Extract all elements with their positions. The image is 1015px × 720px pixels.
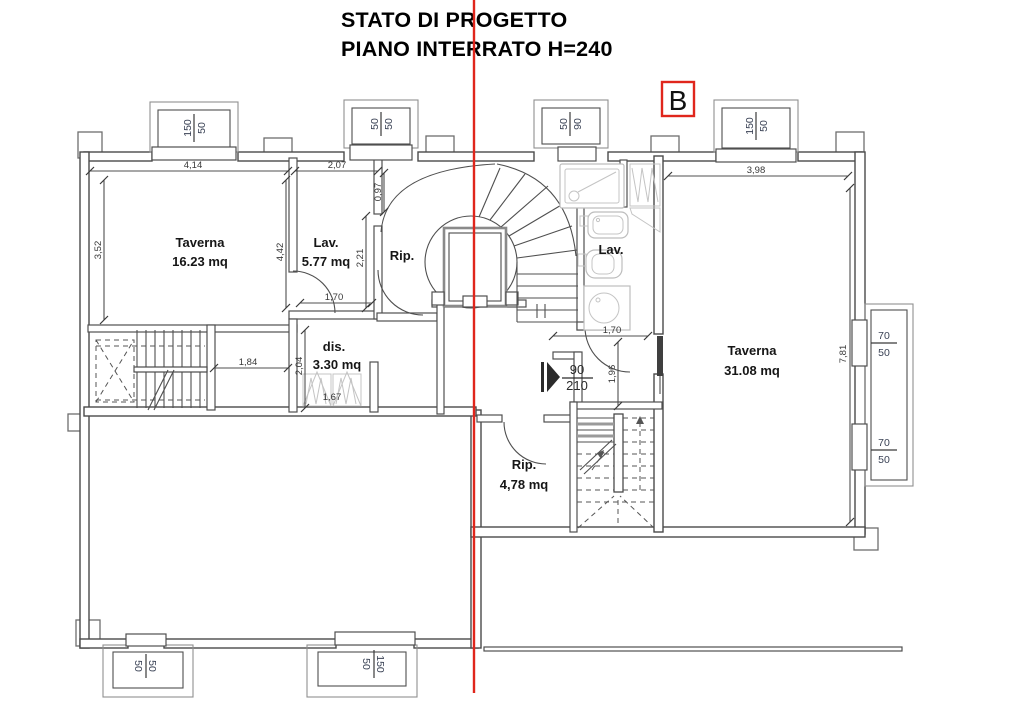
window-label-den: 50 (383, 118, 395, 130)
washing-machine (583, 285, 631, 331)
door-height: 210 (566, 378, 588, 393)
window-label-num: 50 (369, 118, 381, 130)
window-top-3: 50 90 (533, 99, 609, 162)
dim-170a: 1,70 (325, 292, 344, 303)
bottom-right-stair (577, 413, 655, 529)
room-taverna-dx-area: 31.08 mq (724, 363, 780, 378)
window-label-den: 50 (758, 120, 770, 132)
room-labels: Taverna 16.23 mq Lav. 5.77 mq Rip. dis. … (172, 235, 780, 492)
interior-walls (87, 157, 663, 533)
title-line-2: PIANO INTERRATO H=240 (341, 37, 613, 61)
window-label-num: 70 (878, 330, 890, 342)
dim-781: 7,81 (838, 345, 849, 364)
window-right-1: 70 50 (851, 319, 897, 367)
title-line-1: STATO DI PROGETTO (341, 8, 567, 32)
door-width: 90 (570, 362, 584, 377)
window-right-2: 70 50 (851, 423, 897, 471)
drawing-title: STATO DI PROGETTO PIANO INTERRATO H=240 (341, 8, 613, 61)
section-marker-label: B (669, 85, 688, 116)
window-top-1: 150 50 (149, 101, 239, 161)
exterior-walls (67, 131, 903, 652)
window-label-den: 50 (196, 122, 208, 134)
room-rip-top-name: Rip. (390, 248, 415, 263)
bathroom-fixtures: 1,67 (302, 163, 661, 407)
dim-170b: 1,70 (603, 325, 622, 336)
window-bottom-1: 50 50 (102, 633, 194, 698)
room-taverna-sx-area: 16.23 mq (172, 254, 228, 269)
dim-204: 2,04 (294, 357, 305, 376)
doors (292, 269, 663, 465)
dim-398: 3,98 (747, 165, 766, 176)
toilet (577, 249, 623, 279)
dim-184: 1,84 (239, 357, 258, 368)
section-annotation: B (472, 0, 696, 693)
cabinet-hatched (629, 163, 661, 233)
spiral-stair (380, 163, 578, 323)
window-label-num: 150 (182, 119, 194, 137)
french-door-dis: 1,67 (302, 370, 362, 407)
room-dis-area: 3.30 mq (313, 357, 361, 372)
window-label-num: 150 (744, 117, 756, 135)
window-label-num: 50 (558, 118, 570, 130)
dim-167: 1,67 (323, 392, 342, 403)
window-bottom-2: 150 50 (306, 631, 418, 698)
window-label-den: 90 (572, 118, 584, 130)
window-label-den: 50 (132, 660, 144, 672)
room-taverna-sx-name: Taverna (176, 235, 226, 250)
window-top-2: 50 50 (343, 99, 419, 161)
dim-221: 2,21 (355, 249, 366, 268)
window-label-num: 150 (374, 655, 386, 673)
room-rip-bottom-name: Rip. (512, 457, 537, 472)
room-rip-bottom-area: 4,78 mq (500, 477, 548, 492)
dim-352: 3,52 (93, 241, 104, 260)
window-label-den: 50 (878, 347, 890, 359)
left-stair (95, 330, 208, 411)
room-dis-name: dis. (323, 339, 345, 354)
door-leaf-taverna-dx (657, 336, 663, 376)
dim-414: 4,14 (184, 160, 203, 171)
room-lav-dx-name: Lav. (598, 242, 623, 257)
section-marker-box (660, 80, 696, 118)
window-label-num: 70 (878, 437, 890, 449)
window-label-den: 50 (360, 658, 372, 670)
room-taverna-dx-name: Taverna (728, 343, 778, 358)
window-top-4: 150 50 (713, 99, 799, 163)
washbasin (579, 211, 629, 239)
window-label-den: 50 (878, 454, 890, 466)
dim-207: 2,07 (328, 160, 347, 171)
room-lav-sx-area: 5.77 mq (302, 254, 350, 269)
door-size-marker: 90 210 (541, 362, 593, 393)
window-label-num: 50 (146, 660, 158, 672)
room-lav-sx-name: Lav. (313, 235, 338, 250)
window-right-well (864, 303, 914, 487)
shower-tray (559, 163, 625, 209)
dim-097: 0,97 (373, 183, 384, 202)
dim-196: 1,96 (607, 365, 618, 384)
dimensions: 4,14 2,07 0,97 3,98 3,52 4,42 2,21 1,70 … (85, 160, 855, 527)
dim-442: 4,42 (275, 243, 286, 262)
